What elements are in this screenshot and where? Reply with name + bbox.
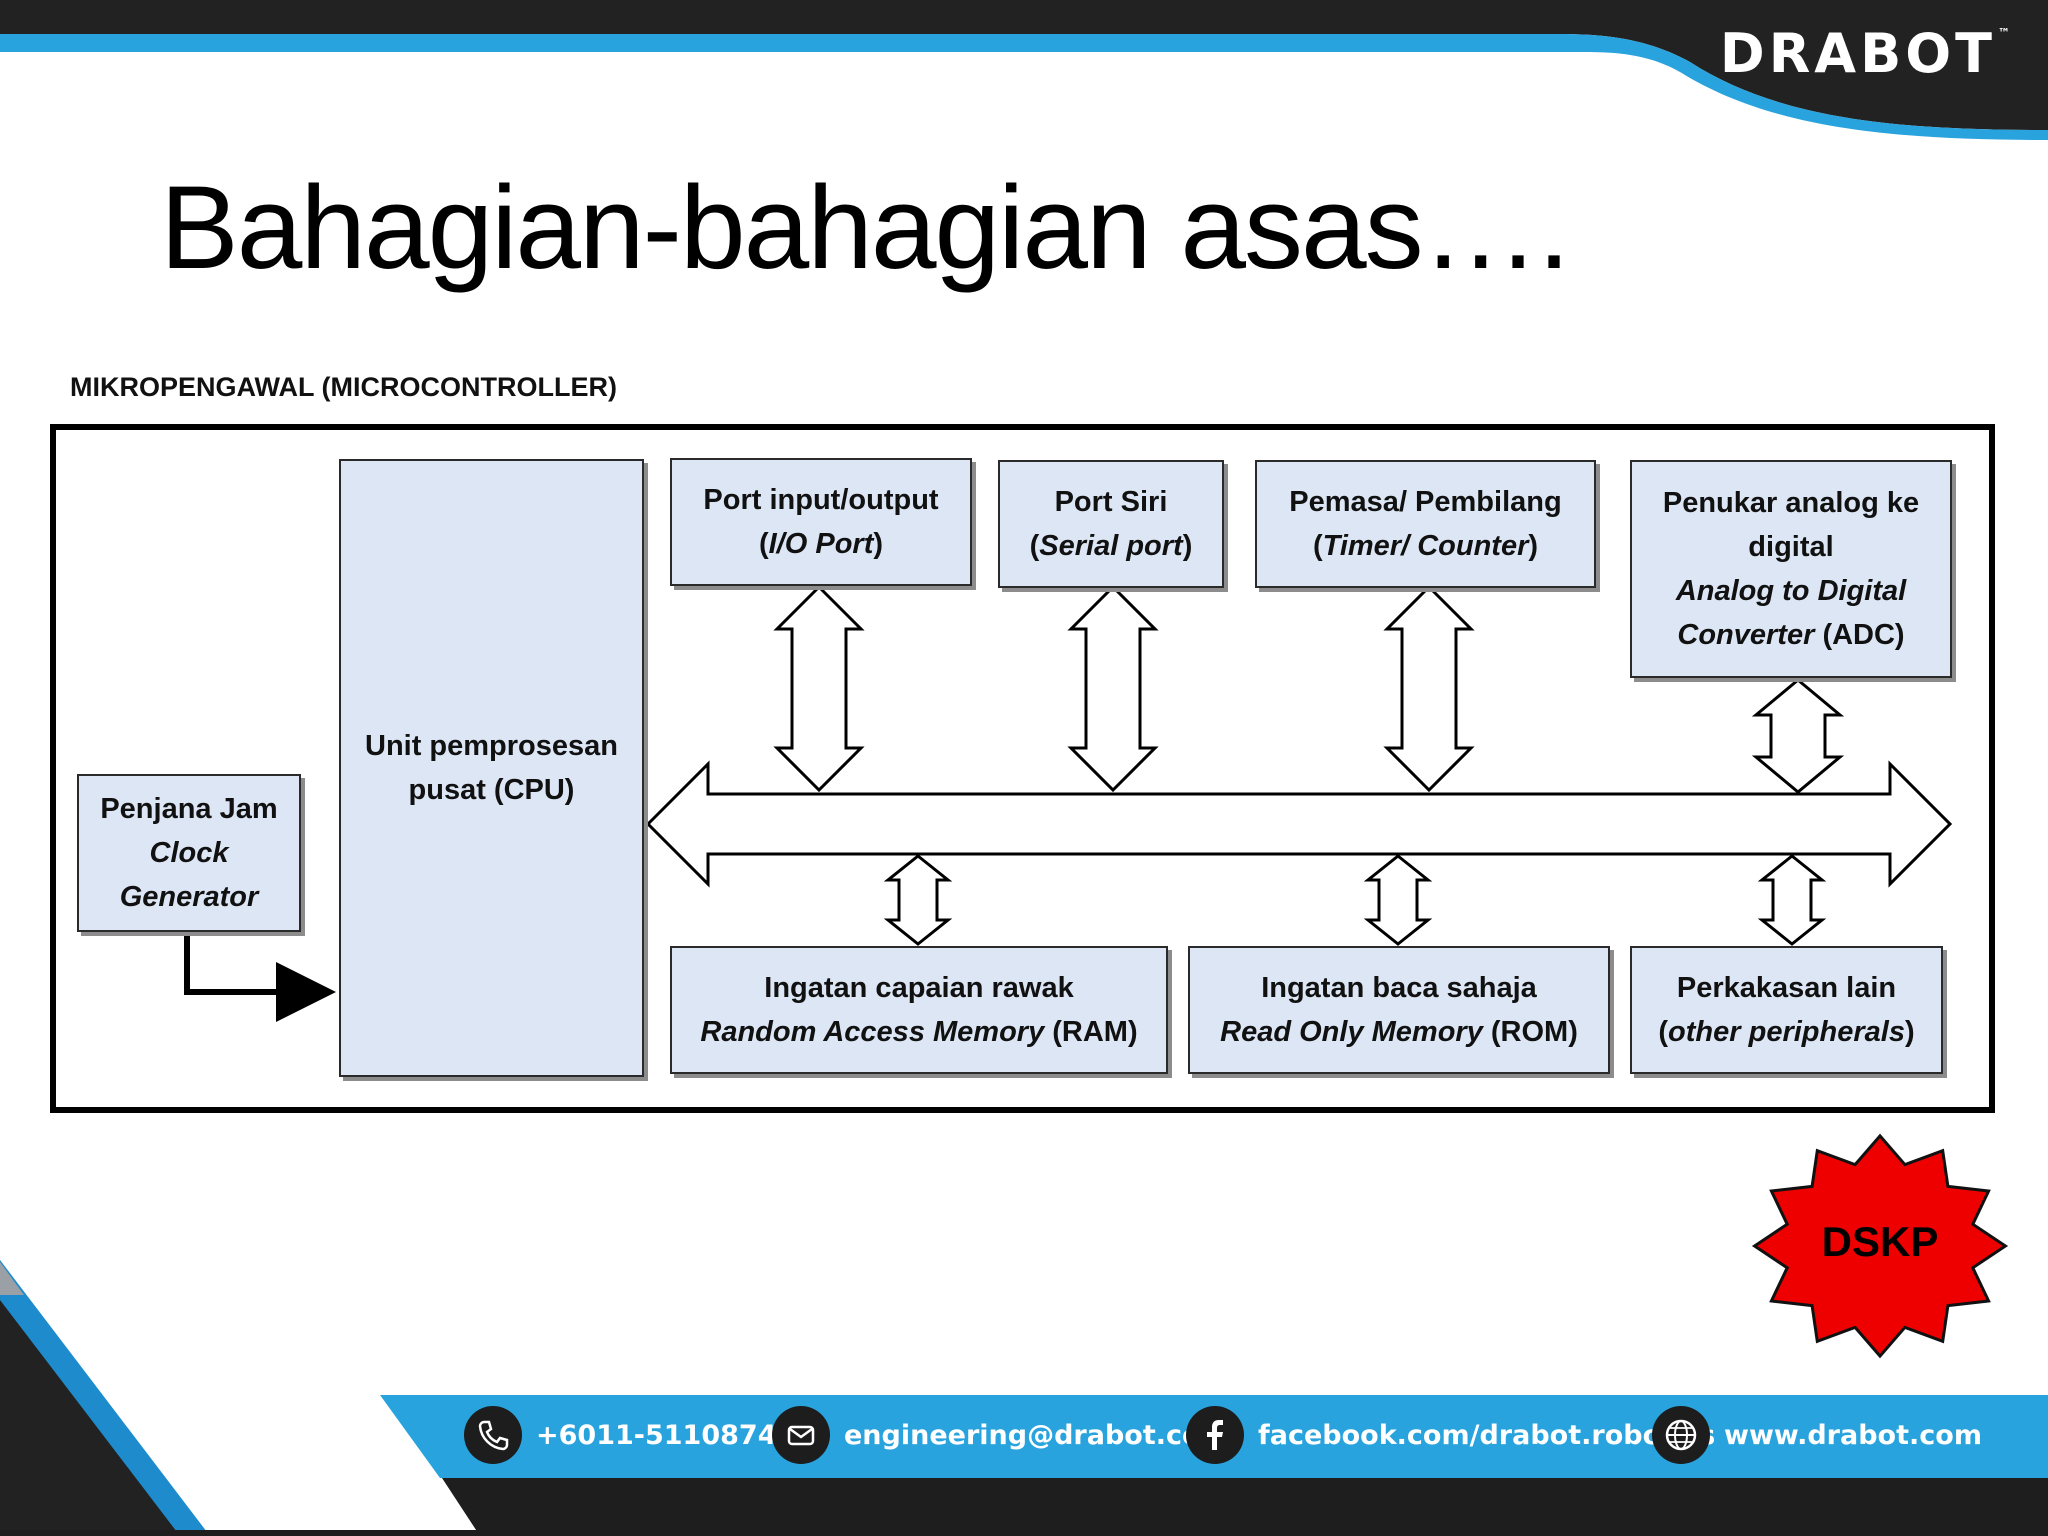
mail-icon xyxy=(772,1406,830,1464)
footer-website[interactable]: www.drabot.com xyxy=(1652,1405,1982,1465)
peripherals-box: Perkakasan lain (other peripherals) xyxy=(1630,946,1943,1074)
clock-generator-box: Penjana Jam Clock Generator xyxy=(77,774,301,932)
ram-label-1: Ingatan capaian rawak xyxy=(764,972,1074,1004)
rom-arrow xyxy=(1363,854,1433,946)
clock-label-1: Penjana Jam xyxy=(100,793,278,825)
peripherals-label-2: (other peripherals) xyxy=(1658,1016,1915,1048)
io-port-arrow xyxy=(773,584,865,793)
io-port-box: Port input/output (I/O Port) xyxy=(670,458,972,586)
peripherals-arrow xyxy=(1757,854,1827,946)
globe-icon xyxy=(1652,1406,1710,1464)
slide-title: Bahagian-bahagian asas…. xyxy=(160,162,1570,294)
microcontroller-frame xyxy=(50,424,1995,1113)
ram-arrow xyxy=(883,854,953,946)
adc-label-3: Analog to Digital xyxy=(1675,575,1907,607)
footer-phone-text: +6011-51108741 xyxy=(536,1419,796,1451)
clock-label-3: Generator xyxy=(119,881,259,913)
io-port-label-1: Port input/output xyxy=(703,484,939,516)
serial-port-box: Port Siri (Serial port) xyxy=(998,460,1224,588)
adc-arrow xyxy=(1751,678,1845,794)
rom-label-2: Read Only Memory (ROM) xyxy=(1220,1016,1578,1048)
rom-box: Ingatan baca sahaja Read Only Memory (RO… xyxy=(1188,946,1610,1074)
clock-connector-arrow xyxy=(184,934,336,1022)
footer-facebook-text: facebook.com/drabot.robotics xyxy=(1258,1419,1716,1451)
timer-counter-box: Pemasa/ Pembilang (Timer/ Counter) xyxy=(1255,460,1596,588)
adc-box: Penukar analog ke digital Analog to Digi… xyxy=(1630,460,1952,678)
adc-label-1: Penukar analog ke xyxy=(1662,487,1920,519)
serial-port-arrow xyxy=(1067,584,1159,793)
cpu-label-2: pusat (CPU) xyxy=(408,774,575,806)
ram-label-2: Random Access Memory (RAM) xyxy=(700,1016,1138,1048)
serial-port-label-1: Port Siri xyxy=(1054,486,1168,518)
rom-label-1: Ingatan baca sahaja xyxy=(1261,972,1537,1004)
io-port-label-2: (I/O Port) xyxy=(758,528,884,560)
ram-box: Ingatan capaian rawak Random Access Memo… xyxy=(670,946,1168,1074)
data-bus-arrow xyxy=(645,760,1953,888)
timer-arrow xyxy=(1383,584,1475,793)
footer-website-text: www.drabot.com xyxy=(1724,1419,1982,1451)
footer-email-text: engineering@drabot.com xyxy=(844,1419,1229,1451)
dskp-badge-shape xyxy=(1751,1133,2009,1359)
timer-label-1: Pemasa/ Pembilang xyxy=(1289,486,1562,518)
adc-label-4: Converter (ADC) xyxy=(1677,619,1905,651)
dskp-badge-label: DSKP xyxy=(1821,1218,1939,1265)
clock-label-2: Clock xyxy=(149,837,229,869)
peripherals-label-1: Perkakasan lain xyxy=(1676,972,1897,1004)
serial-port-label-2: (Serial port) xyxy=(1029,530,1193,562)
cpu-label-1: Unit pemprosesan xyxy=(365,730,618,762)
timer-label-2: (Timer/ Counter) xyxy=(1312,530,1539,562)
footer-email[interactable]: engineering@drabot.com xyxy=(772,1405,1229,1465)
facebook-icon xyxy=(1186,1406,1244,1464)
footer-facebook[interactable]: facebook.com/drabot.robotics xyxy=(1186,1405,1715,1465)
phone-icon xyxy=(464,1406,522,1464)
cpu-box: Unit pemprosesan pusat (CPU) xyxy=(339,459,644,1077)
diagram-label: MIKROPENGAWAL (MICROCONTROLLER) xyxy=(70,372,617,402)
footer-phone[interactable]: +6011-51108741 xyxy=(464,1405,795,1465)
adc-label-2: digital xyxy=(1748,531,1834,563)
